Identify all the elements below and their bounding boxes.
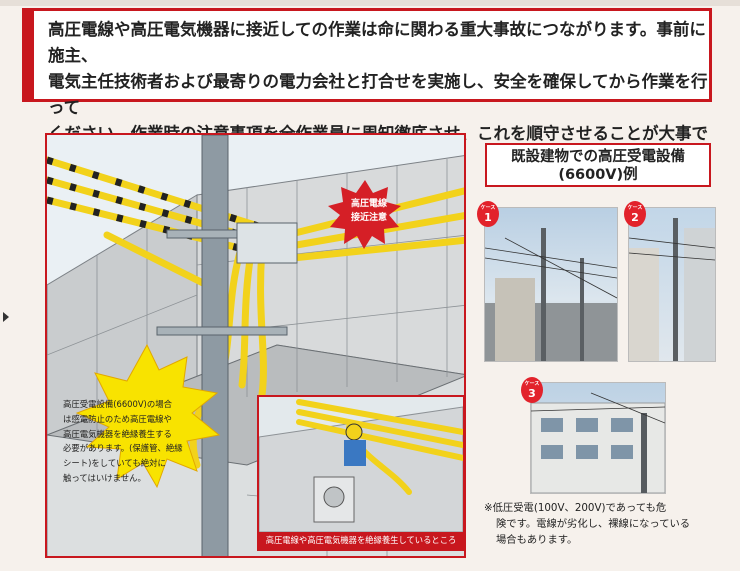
caution-line: 高圧受電設備(6600V)の場合 [63,399,172,409]
insulation-work-inset: 高圧電線や高圧電気機器を絶縁養生しているところ [257,395,464,551]
case-badge-number: 2 [631,211,639,224]
note-line: 場合もあります。 [496,534,578,546]
case-badge-label: ケース [627,205,643,211]
caution-line: 高圧電気機器を絶縁養生する [63,428,172,439]
examples-title-box: 既設建物での高圧受電設備 (6600V)例 [485,143,711,187]
case-badge-number: 1 [484,211,492,224]
caution-line: 必要があります。(保護管、絶縁 [63,443,183,454]
examples-title-line: 既設建物での高圧受電設備 [511,149,685,165]
case-3-badge: ケース 3 [521,377,543,403]
building-photo-graphic [531,392,665,493]
examples-title: 既設建物での高圧受電設備 (6600V)例 [487,148,709,184]
insulation-caution-text: 高圧受電設備(6600V)の場合 は感電防止のため高圧電線や 高圧電気機器を絶縁… [63,397,227,486]
hv-label-line: 高圧電線 [350,199,387,209]
high-voltage-warning-label: 高圧電線 接近注意 [327,197,411,225]
low-voltage-note: ※低圧受電(100V、200V)であっても危 険です。電線が劣化し、裸線になって… [484,500,724,548]
top-strip [0,0,740,6]
case-badge-number: 3 [528,387,536,400]
worker-insulating-graphic [259,397,463,532]
pole-photo-graphic [485,228,617,361]
hv-label-line: 接近注意 [350,213,387,223]
caution-line: は感電防止のため高圧電線や [63,413,172,424]
case-3-photo [530,382,666,494]
warning-notice-line: 電気主任技術者および最寄りの電力会社と打合せを実施し、安全を確保してから作業を行… [48,72,708,117]
warning-notice: 高圧電線や高圧電気機器に接近しての作業は命に関わる重大事故につながります。事前に… [22,8,712,169]
note-line: 険です。電線が劣化し、裸線になっている [496,518,691,530]
collapse-arrow-icon[interactable] [3,312,9,322]
pole-photo-graphic [629,218,715,361]
caution-line: シート)をしていても絶対に [63,458,166,469]
case-2-photo [628,207,716,362]
examples-title-line: (6600V)例 [558,167,638,183]
safety-illustration: 高圧電線 接近注意 高圧受電設備(6600V)の場合 は感電防止のため高圧電線や… [45,133,466,558]
warning-notice-line: 高圧電線や高圧電気機器に接近しての作業は命に関わる重大事故につながります。事前に… [48,20,706,65]
inset-caption: 高圧電線や高圧電気機器を絶縁養生しているところ [259,532,463,549]
case-1-photo [484,207,618,362]
caution-line: 触ってはいけません。 [63,472,146,483]
case-badge-label: ケース [480,205,496,211]
case-badge-label: ケース [524,381,540,387]
case-2-badge: ケース 2 [624,201,646,227]
note-line: ※低圧受電(100V、200V)であっても危 [484,502,667,514]
case-1-badge: ケース 1 [477,201,499,227]
